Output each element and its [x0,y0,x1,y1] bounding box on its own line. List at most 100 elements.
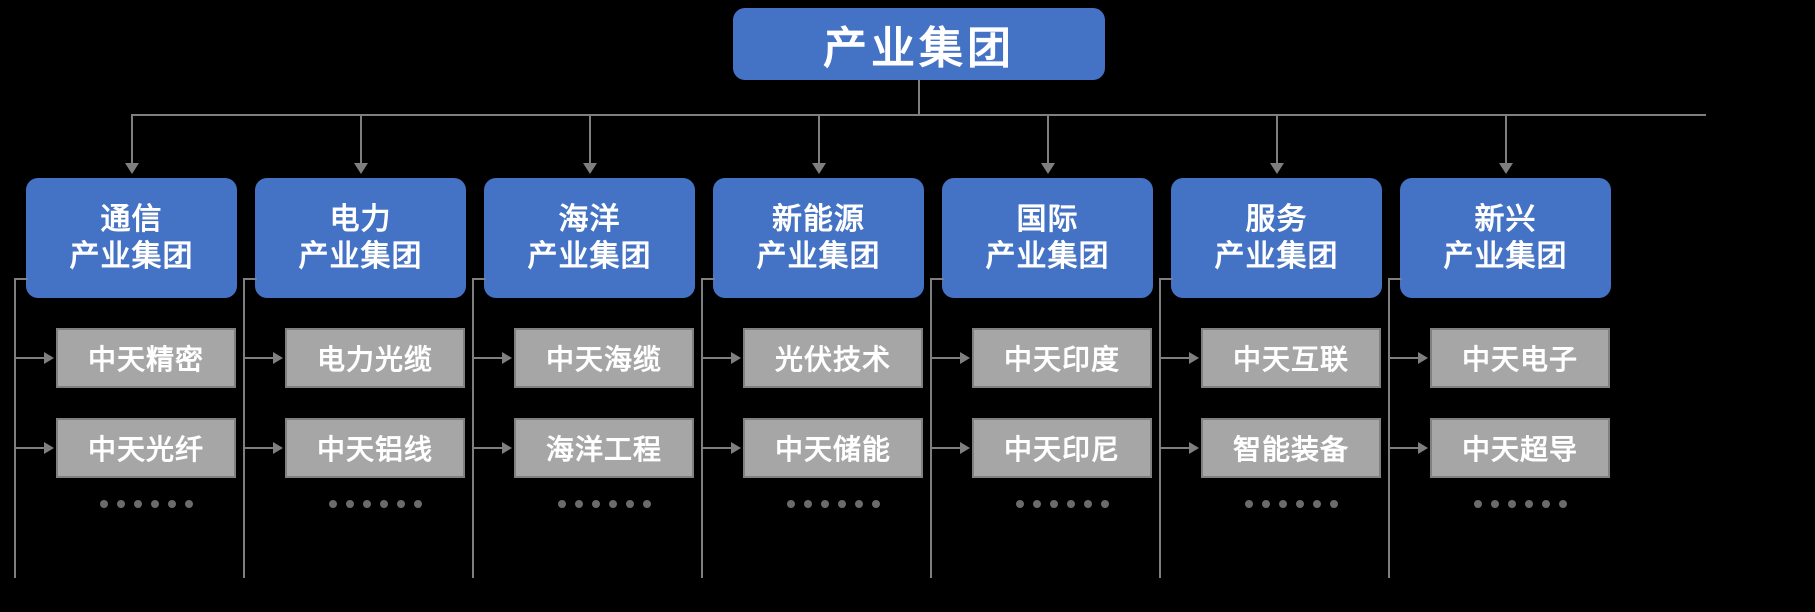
child-connector-6-2 [1161,447,1189,449]
ellipsis-more-indicator-6 [1201,494,1381,514]
ellipsis-dot [133,500,142,508]
ellipsis-more-indicator-1 [56,494,236,514]
arrowhead-right-3-1 [502,352,512,364]
ellipsis-dot [379,500,388,508]
group-node-suffix: 产业集团 [527,240,652,273]
child-connector-4-1 [703,357,731,359]
child-node-1-1[interactable]: 中天精密 [56,328,236,388]
group-node-1[interactable]: 通信产业集团 [26,178,237,298]
child-node-5-1[interactable]: 中天印度 [972,328,1152,388]
ellipsis-dot [1524,500,1533,508]
spine-stub-5 [930,278,944,280]
ellipsis-dot [116,500,125,508]
ellipsis-dot [150,500,159,508]
arrowhead-down-2 [353,163,368,174]
ellipsis-dot [1244,500,1253,508]
spine-stub-7 [1388,278,1402,280]
group-node-6[interactable]: 服务产业集团 [1171,178,1382,298]
child-node-label: 光伏技术 [774,344,891,375]
arrowhead-right-2-2 [273,442,283,454]
child-node-6-1[interactable]: 中天互联 [1201,328,1381,388]
group-node-suffix: 产业集团 [985,240,1110,273]
ellipsis-dot [625,500,634,508]
arrowhead-right-7-2 [1418,442,1428,454]
ellipsis-dot [871,500,880,508]
child-node-4-1[interactable]: 光伏技术 [743,328,923,388]
ellipsis-dot [1490,500,1499,508]
ellipsis-dot [786,500,795,508]
child-node-label: 电力光缆 [316,344,433,375]
child-node-7-1[interactable]: 中天电子 [1430,328,1610,388]
spine-stub-1 [14,278,28,280]
ellipsis-dot [1312,500,1321,508]
group-node-7[interactable]: 新兴产业集团 [1400,178,1611,298]
child-node-2-2[interactable]: 中天铝线 [285,418,465,478]
ellipsis-more-indicator-3 [514,494,694,514]
drop-connector-6 [1275,114,1278,164]
group-node-name: 新兴 [1474,202,1537,236]
child-connector-7-2 [1390,447,1418,449]
group-node-name: 通信 [100,202,163,236]
child-node-6-2[interactable]: 智能装备 [1201,418,1381,478]
ellipsis-dot [1329,500,1338,508]
group-column-2: 电力产业集团电力光缆中天铝线 [237,178,466,612]
child-node-label: 海洋工程 [545,434,662,465]
child-connector-1-2 [16,447,44,449]
root-node-industry-group[interactable]: 产业集团 [733,8,1105,80]
ellipsis-dot [574,500,583,508]
child-connector-5-2 [932,447,960,449]
child-node-7-2[interactable]: 中天超导 [1430,418,1610,478]
group-node-5[interactable]: 国际产业集团 [942,178,1153,298]
root-node-label: 产业集团 [823,24,1015,73]
arrowhead-down-6 [1269,163,1284,174]
child-node-label: 中天印尼 [1003,434,1120,465]
child-connector-6-1 [1161,357,1189,359]
arrowhead-right-4-1 [731,352,741,364]
arrowhead-down-5 [1040,163,1055,174]
child-connector-3-2 [474,447,502,449]
ellipsis-dot [1100,500,1109,508]
ellipsis-dot [362,500,371,508]
group-node-2[interactable]: 电力产业集团 [255,178,466,298]
child-node-4-2[interactable]: 中天储能 [743,418,923,478]
child-node-2-1[interactable]: 电力光缆 [285,328,465,388]
ellipsis-dot [1473,500,1482,508]
child-node-5-2[interactable]: 中天印尼 [972,418,1152,478]
group-node-4[interactable]: 新能源产业集团 [713,178,924,298]
spine-stub-4 [701,278,715,280]
drop-connector-1 [130,114,133,164]
spine-connector-1 [14,278,16,578]
child-node-3-2[interactable]: 海洋工程 [514,418,694,478]
spine-connector-5 [930,278,932,578]
child-node-3-1[interactable]: 中天海缆 [514,328,694,388]
ellipsis-dot [642,500,651,508]
arrowhead-right-4-2 [731,442,741,454]
ellipsis-dot [184,500,193,508]
ellipsis-dot [413,500,422,508]
ellipsis-dot [1083,500,1092,508]
arrowhead-right-2-1 [273,352,283,364]
group-column-1: 通信产业集团中天精密中天光纤 [8,178,237,612]
group-node-3[interactable]: 海洋产业集团 [484,178,695,298]
ellipsis-dot [1049,500,1058,508]
drop-connector-7 [1504,114,1507,164]
drop-connector-4 [817,114,820,164]
child-node-1-2[interactable]: 中天光纤 [56,418,236,478]
group-node-suffix: 产业集团 [1443,240,1568,273]
spine-connector-6 [1159,278,1161,578]
group-column-4: 新能源产业集团光伏技术中天储能 [695,178,924,612]
drop-connector-2 [359,114,362,164]
group-column-3: 海洋产业集团中天海缆海洋工程 [466,178,695,612]
child-node-label: 中天储能 [774,434,891,465]
ellipsis-dot [1541,500,1550,508]
ellipsis-dot [1261,500,1270,508]
arrowhead-right-6-1 [1189,352,1199,364]
child-node-label: 中天精密 [87,344,204,375]
ellipsis-dot [854,500,863,508]
ellipsis-dot [1032,500,1041,508]
arrowhead-right-1-2 [44,442,54,454]
spine-stub-3 [472,278,486,280]
arrowhead-right-5-1 [960,352,970,364]
child-connector-5-1 [932,357,960,359]
ellipsis-more-indicator-5 [972,494,1152,514]
